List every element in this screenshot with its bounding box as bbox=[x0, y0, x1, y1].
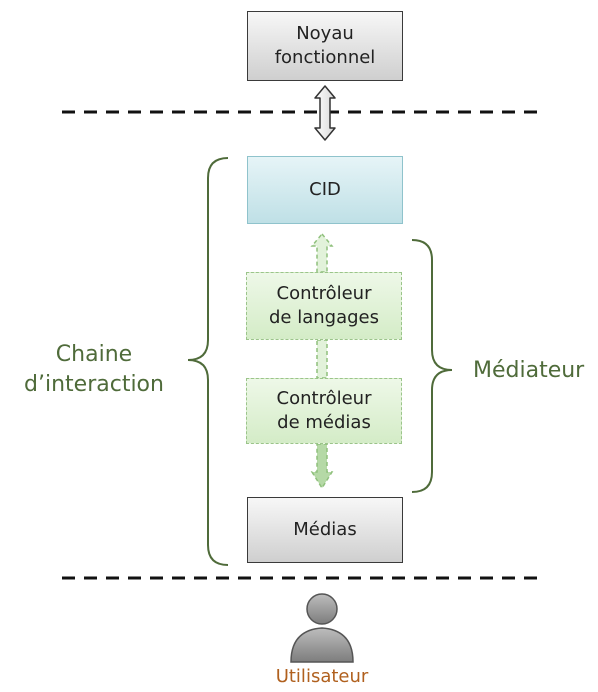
controleur-langages-box: Contrôleur de langages bbox=[246, 272, 402, 340]
chaine-line2: d’interaction bbox=[24, 372, 164, 397]
cid-box: CID bbox=[247, 156, 403, 224]
utilisateur-label: Utilisateur bbox=[0, 666, 598, 687]
controleur-medias-box: Contrôleur de médias bbox=[246, 378, 402, 444]
cid-label: CID bbox=[309, 179, 341, 200]
green-arrow-up-icon bbox=[310, 232, 334, 273]
green-arrow-down-icon bbox=[310, 443, 334, 490]
noyau-line2: fonctionnel bbox=[274, 47, 376, 68]
controleur-medias-line1: Contrôleur bbox=[276, 388, 372, 409]
user-icon bbox=[290, 593, 354, 663]
utilisateur-text: Utilisateur bbox=[275, 666, 369, 687]
right-brace-icon bbox=[411, 239, 453, 493]
controleur-langages-line1: Contrôleur bbox=[276, 283, 372, 304]
controleur-medias-line2: de médias bbox=[277, 412, 371, 433]
chaine-interaction-label: Chaine d’interaction bbox=[14, 340, 174, 400]
noyau-line1: Noyau bbox=[296, 23, 354, 44]
controleur-langages-line2: de langages bbox=[269, 307, 379, 328]
chaine-line1: Chaine bbox=[55, 342, 133, 367]
mediateur-text: Médiateur bbox=[473, 358, 585, 383]
medias-label: Médias bbox=[293, 519, 357, 540]
medias-box: Médias bbox=[247, 497, 403, 563]
left-brace-icon bbox=[187, 157, 229, 566]
noyau-fonctionnel-box: Noyau fonctionnel bbox=[247, 11, 403, 81]
mediateur-label: Médiateur bbox=[473, 356, 584, 386]
green-arrow-shaft bbox=[316, 339, 328, 379]
double-arrow-icon bbox=[314, 85, 336, 141]
